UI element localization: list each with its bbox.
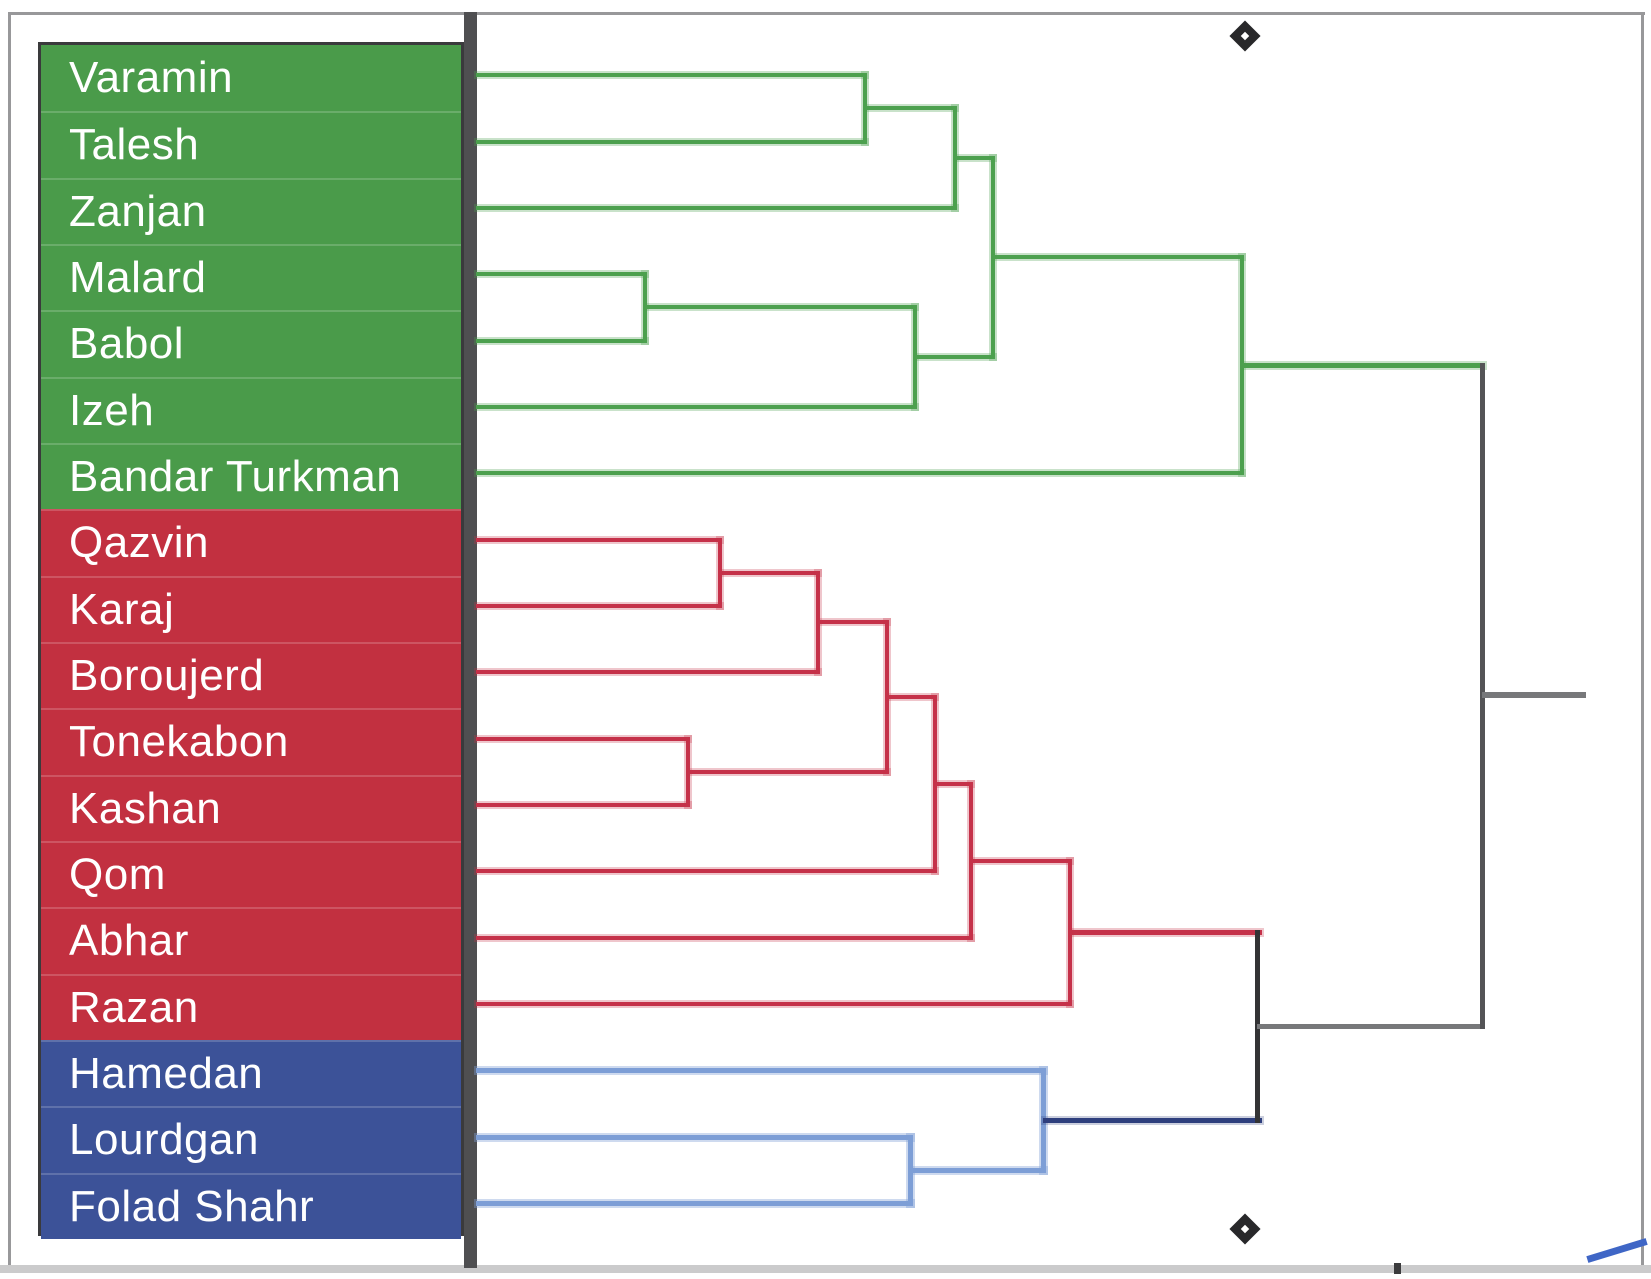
dendrogram-segment-green-h <box>476 206 957 210</box>
dendrogram-segment-red-h <box>476 803 690 807</box>
dendrogram-segment-red-h <box>1070 929 1262 935</box>
dendrogram-segment-gray-h <box>1257 1023 1485 1029</box>
dendrogram-segment-green-h <box>476 140 867 144</box>
blue-diagonal-mark <box>1586 1238 1648 1263</box>
leaf-label: Hamedan <box>69 1049 264 1099</box>
dendrogram-segment-lightblue-h <box>476 1200 913 1206</box>
label-row-abhar: Abhar <box>41 907 461 974</box>
leaf-label: Karaj <box>69 584 175 634</box>
dendrogram-segment-lightblue-h <box>910 1167 1046 1173</box>
plot-border-left <box>8 12 11 1268</box>
label-row-razan: Razan <box>41 973 461 1040</box>
bottom-scroll-band <box>0 1265 1651 1273</box>
dendrogram-segment-green-h <box>476 405 917 409</box>
label-row-boroujerd: Boroujerd <box>41 641 461 709</box>
leaf-label: Talesh <box>69 120 200 170</box>
dendrogram-segment-red-h <box>476 737 690 741</box>
dendrogram-segment-darkblue-h <box>1043 1117 1262 1123</box>
dendrogram-segment-green-h <box>476 339 647 343</box>
leaf-label: Lourdgan <box>69 1115 259 1165</box>
dendrogram-segment-red-h <box>476 604 722 608</box>
dendrogram-segment-red-h <box>476 670 820 674</box>
dendrogram-segment-green-h <box>915 355 995 359</box>
leaf-label: Kashan <box>69 783 222 833</box>
leaf-label: Qazvin <box>69 518 209 568</box>
dendrogram-segment-green-h <box>993 255 1244 259</box>
leaf-label: Varamin <box>69 53 234 103</box>
diamond-marker-bottom <box>1229 1213 1261 1245</box>
label-row-folad-shahr: Folad Shahr <box>41 1172 461 1239</box>
label-row-varamin: Varamin <box>41 45 461 112</box>
leaf-label: Malard <box>69 253 207 303</box>
leaf-label: Babol <box>69 319 185 369</box>
label-row-lourdgan: Lourdgan <box>41 1106 461 1173</box>
dendrogram-segment-green-h <box>476 73 867 77</box>
plot-border-top <box>8 12 1645 15</box>
label-row-malard: Malard <box>41 243 461 311</box>
label-row-hamedan: Hamedan <box>41 1039 461 1107</box>
dendrogram-segment-red-h <box>476 869 937 873</box>
dendrogram-segment-red-h <box>887 695 937 699</box>
dendrogram-segment-red-h <box>971 859 1072 863</box>
label-row-izeh: Izeh <box>41 376 461 443</box>
dendrogram-segment-green-h <box>476 272 647 276</box>
label-row-tonekabon: Tonekabon <box>41 708 461 775</box>
label-row-babol: Babol <box>41 310 461 377</box>
dendrogram-segment-red-h <box>720 571 820 575</box>
dendrogram-segment-green-h <box>955 156 995 160</box>
dendrogram-segment-lightblue-h <box>476 1134 913 1140</box>
dendrogram-segment-green-h <box>1242 362 1485 368</box>
dendrogram-segment-green-h <box>645 305 917 309</box>
category-axis-bar <box>464 12 477 1268</box>
dendrogram-segment-red-h <box>476 1002 1072 1006</box>
dendrogram-segment-red-h <box>688 770 889 774</box>
dendrogram-segment-red-h <box>476 936 973 940</box>
leaf-label: Boroujerd <box>69 651 265 701</box>
dendrogram-segment-red-h <box>935 782 973 786</box>
label-row-qom: Qom <box>41 840 461 908</box>
label-row-talesh: Talesh <box>41 111 461 178</box>
leaf-label: Tonekabon <box>69 717 289 767</box>
label-row-karaj: Karaj <box>41 575 461 642</box>
label-row-zanjan: Zanjan <box>41 177 461 244</box>
bottom-axis-tick <box>1394 1263 1401 1274</box>
label-row-qazvin: Qazvin <box>41 509 461 576</box>
leaf-label: Razan <box>69 982 199 1032</box>
label-row-bandar-turkman: Bandar Turkman <box>41 442 461 510</box>
dendrogram-segment-lightblue-h <box>476 1067 1046 1073</box>
dendrogram-segment-gray-h <box>1482 692 1586 698</box>
dendrogram-segment-red-h <box>818 620 889 624</box>
leaf-label: Izeh <box>69 385 155 435</box>
leaf-label: Folad Shahr <box>69 1181 315 1231</box>
leaf-label: Zanjan <box>69 186 207 236</box>
dendrogram-segment-red-h <box>476 538 722 542</box>
label-row-kashan: Kashan <box>41 774 461 841</box>
diamond-marker-top <box>1229 20 1261 52</box>
leaf-label: Qom <box>69 850 166 900</box>
dendrogram-segment-green-h <box>865 106 957 110</box>
leaf-label: Bandar Turkman <box>69 452 402 502</box>
leaf-label: Abhar <box>69 916 189 966</box>
plot-border-right <box>1641 12 1644 1268</box>
dendrogram-segment-green-h <box>476 471 1244 475</box>
